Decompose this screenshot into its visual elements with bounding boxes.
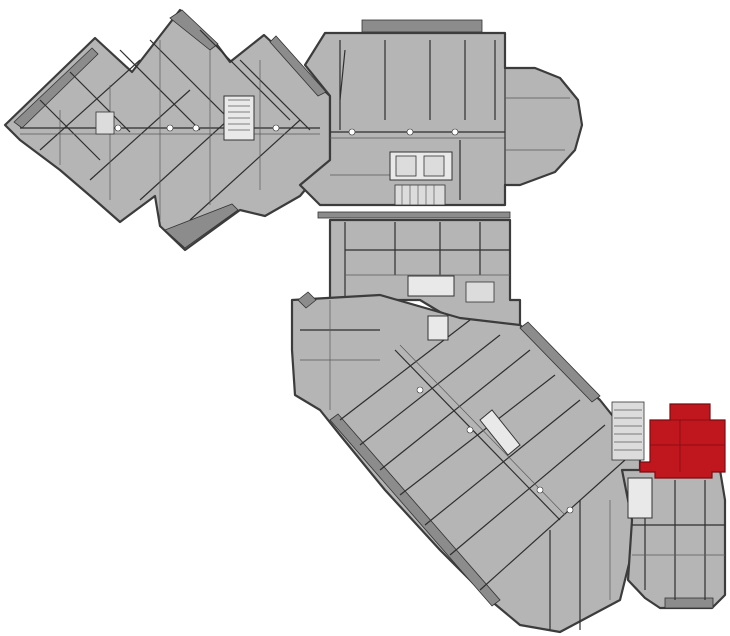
- north-elevator: [395, 155, 417, 177]
- west-wing-balcony: [13, 47, 99, 129]
- highlighted-apartment[interactable]: [639, 403, 726, 479]
- west-corridor-door: [192, 124, 200, 132]
- north-stair-treads: [401, 185, 435, 205]
- north-wing-outline: [298, 31, 584, 207]
- central-separator: [317, 211, 511, 219]
- east-roof-strip: [664, 597, 714, 609]
- west-corridor-door: [272, 124, 280, 132]
- diagonal-corridor-door: [536, 486, 544, 494]
- west-wing: [3, 8, 332, 252]
- east-elevator-core: [627, 477, 653, 519]
- diagonal-balcony: [519, 321, 601, 403]
- west-wing-balcony: [169, 9, 219, 51]
- central-stair: [465, 281, 495, 303]
- central-block-walls: [344, 222, 510, 298]
- central-elevator-core: [407, 275, 455, 297]
- north-roof-strip: [361, 19, 483, 33]
- west-stair-treads: [228, 99, 250, 131]
- west-wing-balcony: [164, 203, 239, 249]
- north-elevator: [423, 155, 445, 177]
- diagonal-corridor-door: [416, 386, 424, 394]
- north-corridor-door: [348, 128, 356, 136]
- west-wing-walls: [20, 29, 320, 221]
- diagonal-balcony: [297, 291, 317, 309]
- central-block: [317, 211, 522, 332]
- diagonal-wing: [290, 291, 645, 634]
- diagonal-stair-treads: [614, 409, 642, 451]
- diagonal-wing-outline: [290, 293, 642, 634]
- highlighted-apartment-area[interactable]: [639, 403, 726, 479]
- east-wing: [620, 468, 727, 610]
- diagonal-stair: [611, 401, 645, 461]
- west-corridor-door: [114, 124, 122, 132]
- west-corridor-door: [166, 124, 174, 132]
- diagonal-corridor-door: [466, 426, 474, 434]
- diagonal-wing-walls: [300, 300, 626, 630]
- north-corridor-door: [451, 128, 459, 136]
- diagonal-corridor-core: [479, 409, 521, 456]
- diagonal-balcony: [329, 413, 501, 607]
- west-elevator: [95, 111, 115, 135]
- north-wing: [298, 19, 584, 207]
- north-stair: [394, 184, 446, 206]
- diagonal-elevator-core: [427, 315, 449, 341]
- diagonal-corridor-door: [566, 506, 574, 514]
- north-corridor-door: [406, 128, 414, 136]
- north-wing-walls: [330, 40, 570, 200]
